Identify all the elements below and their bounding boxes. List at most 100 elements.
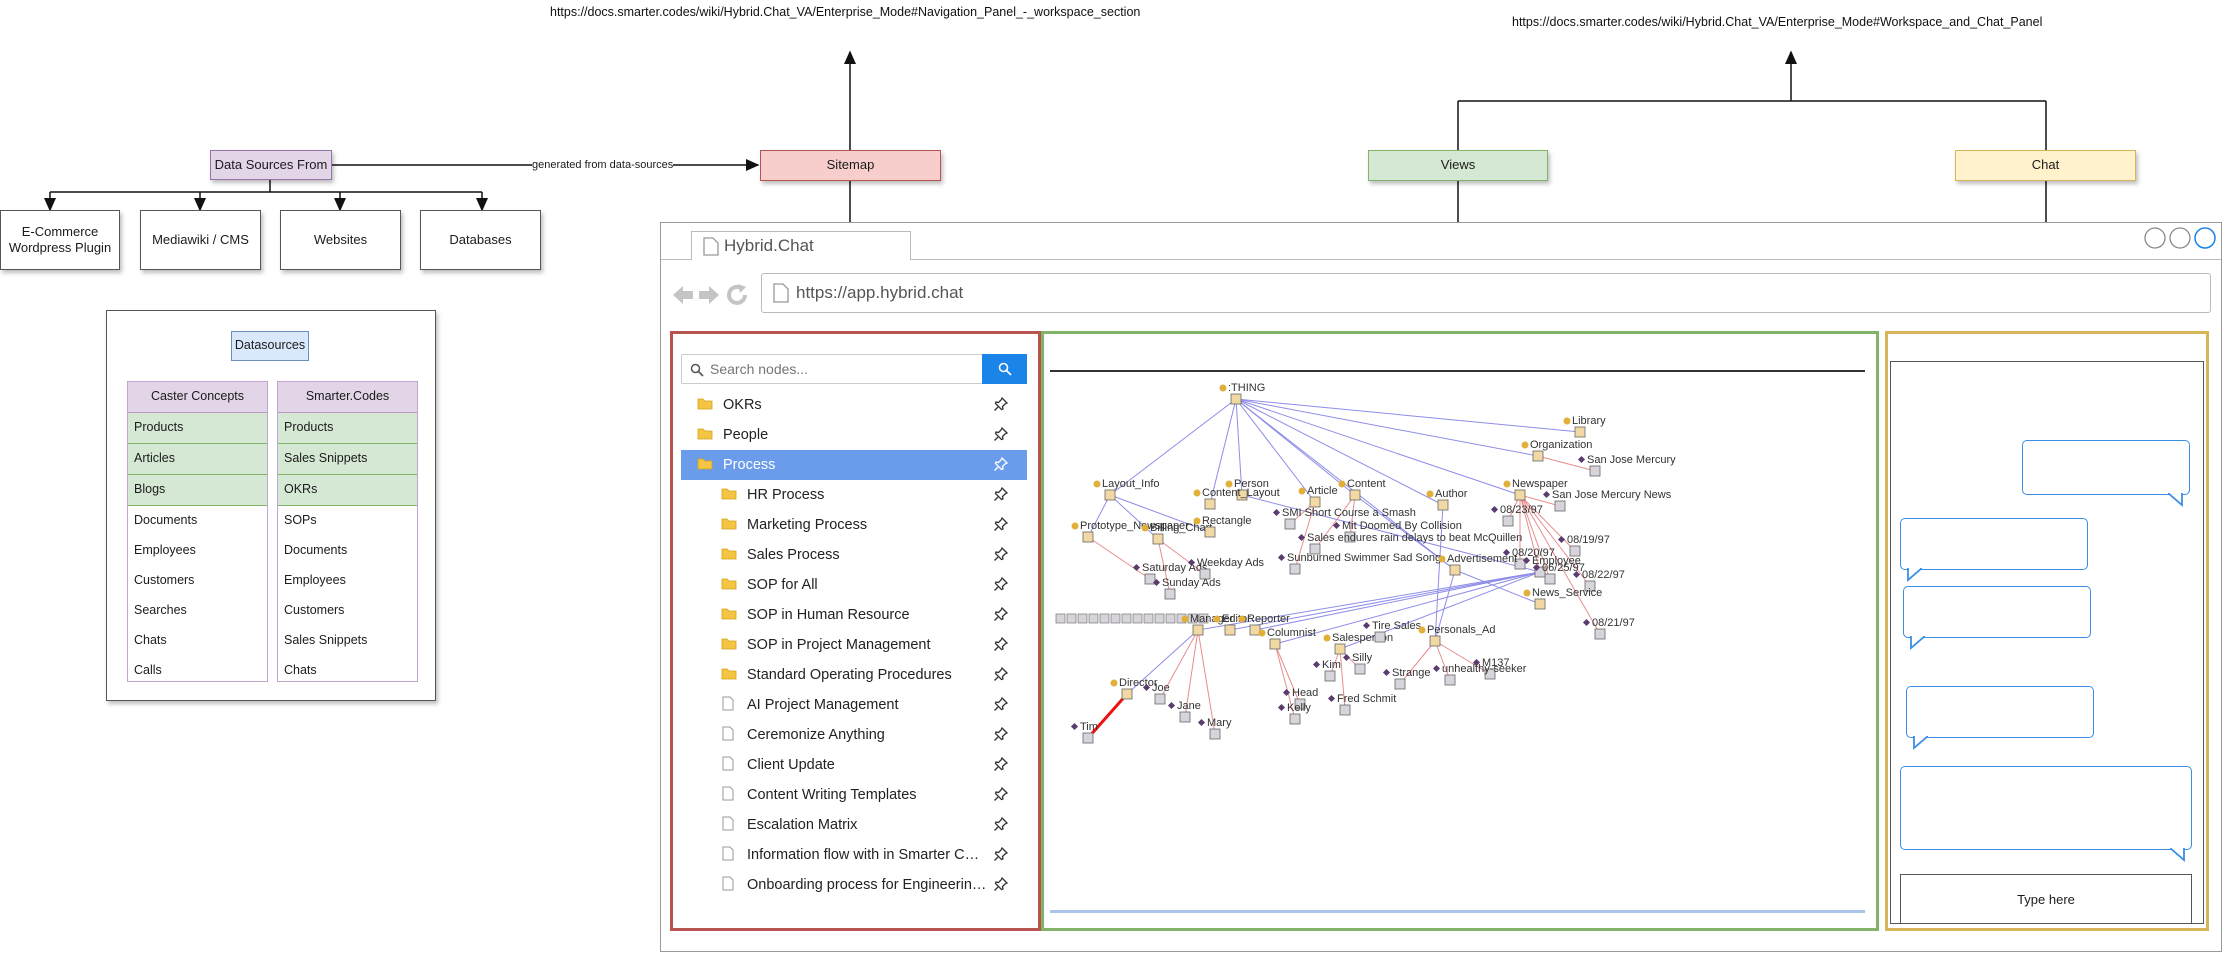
list-item[interactable]: Blogs xyxy=(128,475,267,506)
reload-icon[interactable] xyxy=(725,283,749,307)
graph-node[interactable] xyxy=(1429,635,1441,647)
graph-node[interactable] xyxy=(1309,543,1321,555)
graph-node[interactable] xyxy=(1309,496,1321,508)
pin-button[interactable] xyxy=(993,786,1009,806)
tree-item[interactable]: Marketing Process xyxy=(681,510,1027,540)
list-item[interactable]: Products xyxy=(128,413,267,444)
tree-item[interactable]: HR Process xyxy=(681,480,1027,510)
pin-button[interactable] xyxy=(993,396,1009,416)
graph-node[interactable] xyxy=(1349,489,1361,501)
graph-node[interactable] xyxy=(1514,558,1526,570)
graph-node[interactable] xyxy=(1289,563,1301,575)
graph-node[interactable] xyxy=(1144,573,1156,585)
pin-icon[interactable] xyxy=(993,396,1009,412)
tree-item[interactable]: SOP in Project Management xyxy=(681,630,1027,660)
pin-icon[interactable] xyxy=(993,606,1009,622)
pin-button[interactable] xyxy=(993,426,1009,446)
pin-button[interactable] xyxy=(993,666,1009,686)
pin-button[interactable] xyxy=(993,456,1009,476)
list-item[interactable]: Customers xyxy=(134,573,195,588)
tree-item[interactable]: Ceremonize Anything xyxy=(681,720,1027,750)
graph-node[interactable] xyxy=(1534,598,1546,610)
pin-icon[interactable] xyxy=(993,546,1009,562)
graph-node[interactable] xyxy=(1230,393,1242,405)
graph-node[interactable] xyxy=(1569,545,1581,557)
pin-button[interactable] xyxy=(993,726,1009,746)
pin-icon[interactable] xyxy=(993,456,1009,472)
tree-item[interactable]: OKRs xyxy=(681,390,1027,420)
list-item[interactable]: Employees xyxy=(134,543,196,558)
list-item[interactable]: Chats xyxy=(134,633,167,648)
graph-node[interactable] xyxy=(1082,531,1094,543)
graph-node[interactable] xyxy=(1165,613,1176,624)
forward-arrow-icon[interactable] xyxy=(697,283,721,307)
pin-icon[interactable] xyxy=(993,666,1009,682)
pin-icon[interactable] xyxy=(993,636,1009,652)
graph-node[interactable] xyxy=(1132,613,1143,624)
pin-button[interactable] xyxy=(993,816,1009,836)
tree-item[interactable]: People xyxy=(681,420,1027,450)
list-item[interactable]: Calls xyxy=(134,663,162,678)
graph-node[interactable] xyxy=(1104,489,1116,501)
pin-icon[interactable] xyxy=(993,756,1009,772)
tree-item[interactable]: Standard Operating Procedures xyxy=(681,660,1027,690)
pin-icon[interactable] xyxy=(993,876,1009,892)
pin-icon[interactable] xyxy=(993,846,1009,862)
tree-item[interactable]: Sales Process xyxy=(681,540,1027,570)
graph-node[interactable] xyxy=(1284,518,1296,530)
graph-node[interactable] xyxy=(1152,533,1164,545)
graph-node[interactable] xyxy=(1192,624,1204,636)
graph-node[interactable] xyxy=(1324,670,1336,682)
graph-node[interactable] xyxy=(1121,613,1132,624)
graph-node[interactable] xyxy=(1484,668,1496,680)
graph-node[interactable] xyxy=(1249,624,1261,636)
graph-node[interactable] xyxy=(1204,526,1216,538)
graph-node[interactable] xyxy=(1554,500,1566,512)
graph-node[interactable] xyxy=(1209,728,1221,740)
address-bar[interactable]: https://app.hybrid.chat xyxy=(761,273,2211,313)
graph-node[interactable] xyxy=(1099,613,1110,624)
window-button-icon[interactable] xyxy=(2143,225,2219,251)
graph-node[interactable] xyxy=(1532,450,1544,462)
chat-docs-url[interactable]: https://docs.smarter.codes/wiki/Hybrid.C… xyxy=(1512,15,2043,29)
pin-button[interactable] xyxy=(993,876,1009,896)
graph-node[interactable] xyxy=(1121,688,1133,700)
graph-node[interactable] xyxy=(1502,515,1514,527)
graph-node[interactable] xyxy=(1437,499,1449,511)
list-item[interactable]: Sales Snippets xyxy=(278,444,417,475)
list-item[interactable]: Articles xyxy=(128,444,267,475)
tree-item[interactable]: Escalation Matrix xyxy=(681,810,1027,840)
tree-item[interactable]: Content Writing Templates xyxy=(681,780,1027,810)
list-item[interactable]: Documents xyxy=(134,513,198,528)
list-item[interactable]: Chats xyxy=(284,663,317,678)
list-item[interactable]: Searches xyxy=(134,603,187,618)
graph-node[interactable] xyxy=(1354,663,1366,675)
pin-button[interactable] xyxy=(993,756,1009,776)
pin-icon[interactable] xyxy=(993,786,1009,802)
pin-button[interactable] xyxy=(993,516,1009,536)
graph-node[interactable] xyxy=(1339,704,1351,716)
pin-icon[interactable] xyxy=(993,486,1009,502)
list-item[interactable]: Products xyxy=(278,413,417,444)
nav-docs-url[interactable]: https://docs.smarter.codes/wiki/Hybrid.C… xyxy=(550,5,1141,19)
graph-node[interactable] xyxy=(1394,678,1406,690)
graph-node[interactable] xyxy=(1334,643,1346,655)
graph-node[interactable] xyxy=(1589,465,1601,477)
graph-node[interactable] xyxy=(1082,732,1094,744)
graph-node[interactable] xyxy=(1236,489,1248,501)
tree-item[interactable]: Information flow with in Smarter Codes xyxy=(681,840,1027,870)
graph-node[interactable] xyxy=(1055,613,1066,624)
pin-icon[interactable] xyxy=(993,576,1009,592)
graph-node[interactable] xyxy=(1204,498,1216,510)
list-item[interactable]: OKRs xyxy=(278,475,417,506)
graph-node[interactable] xyxy=(1584,580,1596,592)
graph-node[interactable] xyxy=(1199,568,1211,580)
list-item[interactable]: Sales Snippets xyxy=(284,633,368,648)
graph-node[interactable] xyxy=(1594,628,1606,640)
graph-node[interactable] xyxy=(1179,711,1191,723)
chat-input[interactable]: Type here xyxy=(1900,874,2192,924)
pin-button[interactable] xyxy=(993,546,1009,566)
graph-node[interactable] xyxy=(1154,693,1166,705)
pin-icon[interactable] xyxy=(993,696,1009,712)
graph-scrollbar[interactable] xyxy=(1050,910,1865,913)
